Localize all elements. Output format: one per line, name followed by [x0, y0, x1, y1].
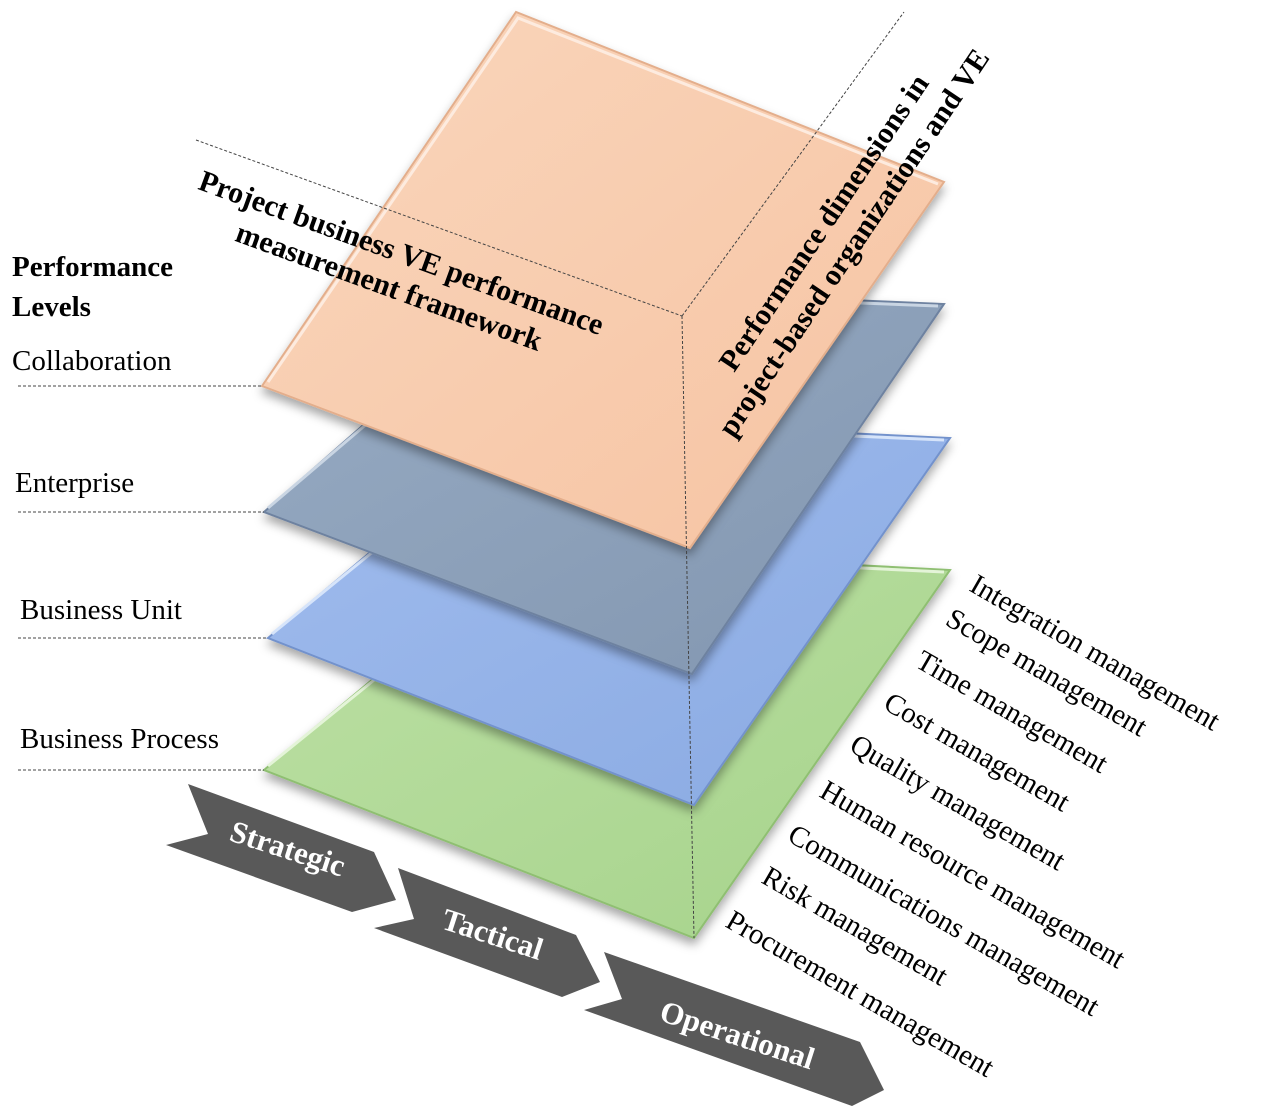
- levels-header-line2: Levels: [12, 291, 91, 323]
- level-label-enterprise: Enterprise: [15, 467, 134, 499]
- level-label-business-process: Business Process: [20, 723, 219, 755]
- arrow-strategic: [166, 784, 396, 912]
- level-label-business-unit: Business Unit: [20, 594, 182, 626]
- arrow-operational: [584, 952, 884, 1106]
- arrow-tactical: [374, 868, 600, 997]
- level-label-collaboration: Collaboration: [12, 345, 172, 377]
- levels-header-line1: Performance: [12, 251, 173, 283]
- layer-collaboration: [260, 10, 946, 550]
- phase-arrows: [166, 784, 884, 1106]
- guide-lines: [18, 11, 905, 939]
